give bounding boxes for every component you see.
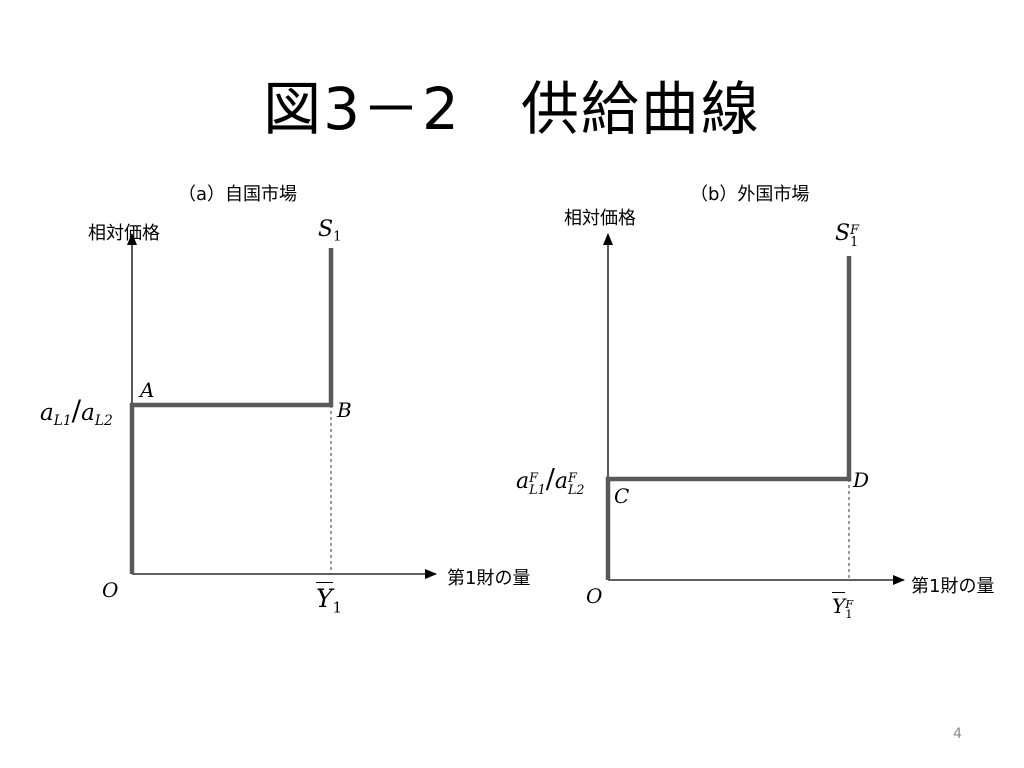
panel-a-x-axis-label: 第1財の量 xyxy=(447,568,531,589)
panel-a-price-ratio-label: aL1/aL2 xyxy=(40,394,113,429)
panel-b-point-c-label: C xyxy=(614,484,630,508)
panel-b-point-d-label: D xyxy=(853,468,870,492)
panel-a-origin-label: O xyxy=(102,578,119,602)
panel-b-origin-label: O xyxy=(586,584,603,608)
panel-b-y-axis-label: 相対価格 xyxy=(564,208,636,229)
panel-a-point-b-label: B xyxy=(337,398,352,422)
panel-a-supply-label: S1 xyxy=(318,217,342,245)
panel-a-caption: （a）自国市場 xyxy=(178,184,298,205)
panel-b-x-axis-label: 第1財の量 xyxy=(911,576,995,597)
panel-b-caption: （b）外国市場 xyxy=(690,184,810,205)
panel-b-supply-curve xyxy=(605,256,852,580)
slide-title: 図3－2 供給曲線 xyxy=(263,75,761,143)
panel-a-y-axis-label: 相対価格 xyxy=(88,223,160,244)
panel-a-quantity-label: Y1 xyxy=(316,582,343,617)
page-number: 4 xyxy=(953,726,962,742)
panel-a-supply-curve xyxy=(129,248,334,574)
panel-a-point-a-label: A xyxy=(140,378,155,402)
